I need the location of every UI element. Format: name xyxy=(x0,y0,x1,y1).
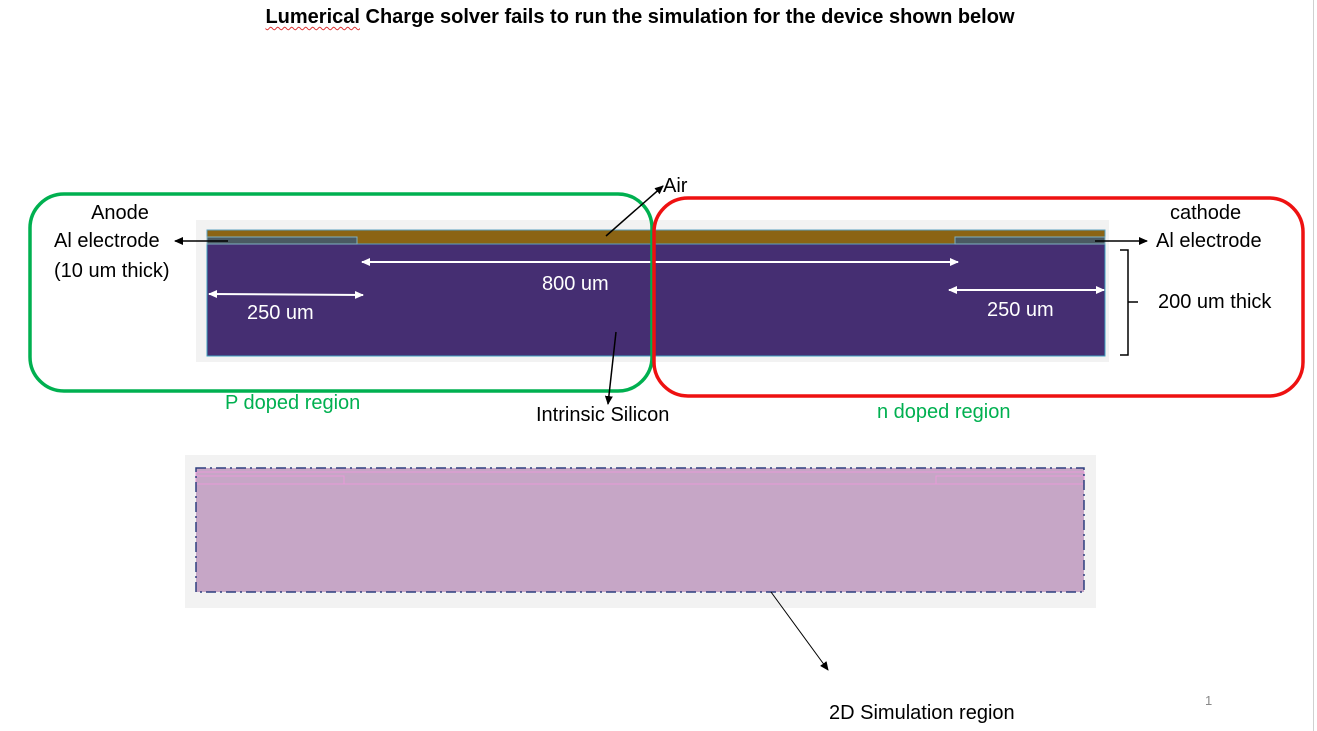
anode-electrode xyxy=(206,236,358,245)
title-text: Charge solver fails to run the simulatio… xyxy=(359,6,1015,28)
air-label: Air xyxy=(663,175,688,197)
simulation-pointer-arrow xyxy=(770,591,829,671)
simulation-region-fill xyxy=(196,468,1084,592)
simulation-region-label: 2D Simulation region xyxy=(829,702,1015,724)
silicon-substrate xyxy=(206,242,1106,357)
thickness-label: 200 um thick xyxy=(1158,291,1272,313)
dimension-800um-label: 800 um xyxy=(542,273,609,295)
slide-title: Lumerical Charge solver fails to run the… xyxy=(0,6,1280,29)
intrinsic-pointer-arrow xyxy=(604,331,617,405)
anode-electrode-label: Al electrode xyxy=(54,230,160,252)
slide-edge-line xyxy=(1313,0,1314,731)
title-spellcheck-word: Lumerical xyxy=(265,6,360,28)
anode-thickness-label: (10 um thick) xyxy=(54,260,170,282)
anode-label: Anode xyxy=(91,202,149,224)
cathode-electrode xyxy=(954,236,1106,245)
cathode-label: cathode xyxy=(1170,202,1242,224)
dimension-250um-left-label: 250 um xyxy=(247,302,314,324)
cathode-electrode-label: Al electrode xyxy=(1156,230,1262,252)
p-doped-region-label: P doped region xyxy=(225,392,361,414)
air-pointer-arrow xyxy=(605,185,664,237)
page-number: 1 xyxy=(1205,693,1213,708)
p-doped-region-outline xyxy=(28,192,654,393)
intrinsic-silicon-label: Intrinsic Silicon xyxy=(536,404,670,426)
dimension-250um-right-label: 250 um xyxy=(987,299,1054,321)
simulation-region-boundary xyxy=(195,467,1085,593)
thickness-bracket xyxy=(1120,249,1138,356)
n-doped-region-outline xyxy=(652,196,1305,398)
dimension-250um-left-arrow xyxy=(208,290,364,299)
simulation-anode-outline xyxy=(195,475,345,485)
n-doped-region-label: n doped region xyxy=(877,401,1011,423)
